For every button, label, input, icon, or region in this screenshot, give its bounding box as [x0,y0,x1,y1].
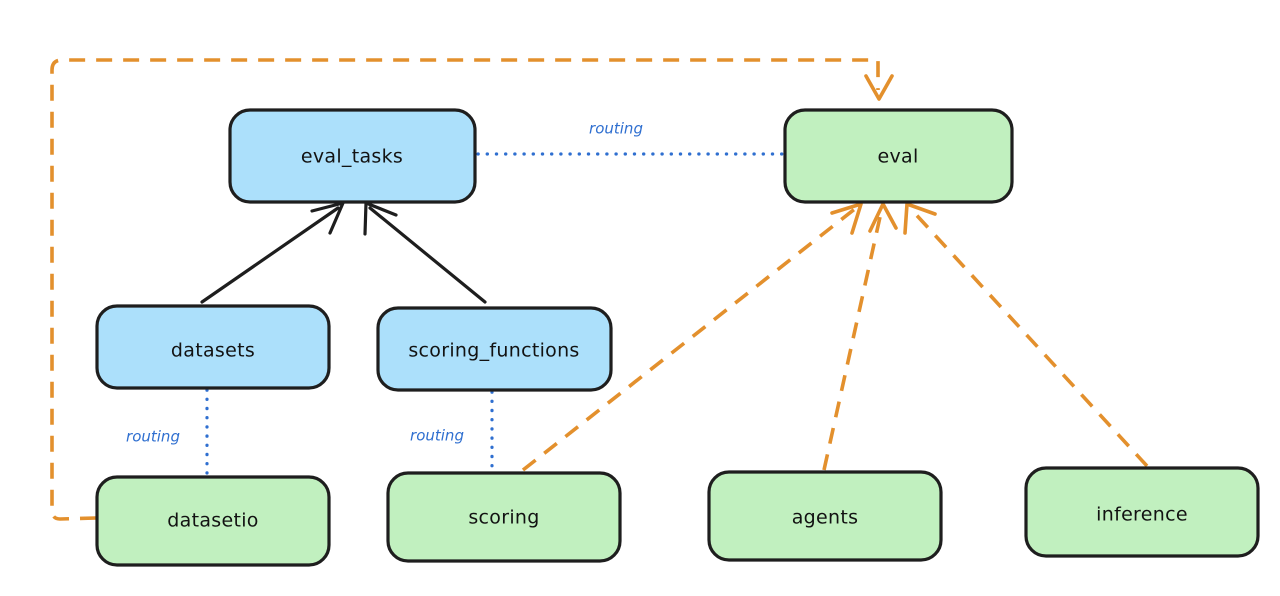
node-scoring-box[interactable] [386,471,622,563]
node-scoring_functions-box[interactable] [376,306,613,392]
node-datasets-box[interactable] [95,304,331,390]
edge-datasets-eval_tasks [200,206,340,304]
edge-agents-eval [822,207,884,471]
edge-inference-eval [908,206,1149,468]
node-eval-box[interactable] [783,108,1014,204]
node-scoring_functions-label: scoring_functions [408,340,579,362]
node-agents-label: agents [792,507,859,529]
node-inference-box[interactable] [1024,466,1260,558]
edge-group-dashed-dependencies [50,58,1149,521]
edge-datasetio-eval [50,58,880,521]
arrowhead-inference-eval [903,202,937,235]
node-eval-label: eval [877,146,918,168]
node-datasets[interactable]: datasets [95,304,331,390]
node-scoring[interactable]: scoring [386,471,622,563]
edge-label-routing-datasets-datasetio: routing [126,428,180,446]
edge-label-routing-scoring_functions-scoring: routing [410,427,464,445]
node-inference-label: inference [1096,504,1188,526]
node-datasets-label: datasets [171,340,255,362]
node-agents-box[interactable] [707,470,943,562]
node-scoring_functions[interactable]: scoring_functions [376,306,613,392]
node-eval_tasks-label: eval_tasks [301,146,403,168]
node-datasetio[interactable]: datasetio [95,475,331,567]
node-scoring-label: scoring [468,507,539,529]
edge-label-group: routing routing routing [126,120,643,446]
edge-scoring-eval [521,206,858,472]
edge-scoring_functions-eval_tasks [368,206,487,304]
node-datasetio-box[interactable] [95,475,331,567]
edge-group-dotted-routing [205,152,786,479]
node-eval[interactable]: eval [783,108,1014,204]
edge-group-solid-dependencies [200,201,487,304]
arrowhead-datasetio-eval [864,74,894,101]
node-eval_tasks[interactable]: eval_tasks [228,108,477,204]
node-agents[interactable]: agents [707,470,943,562]
edge-label-routing-eval_tasks-eval: routing [589,120,643,138]
arrowhead-agents-eval [868,202,898,233]
arrowhead-scoring-eval [830,202,863,235]
node-eval_tasks-box[interactable] [228,108,477,204]
node-datasetio-label: datasetio [167,510,258,532]
node-inference[interactable]: inference [1024,466,1260,558]
